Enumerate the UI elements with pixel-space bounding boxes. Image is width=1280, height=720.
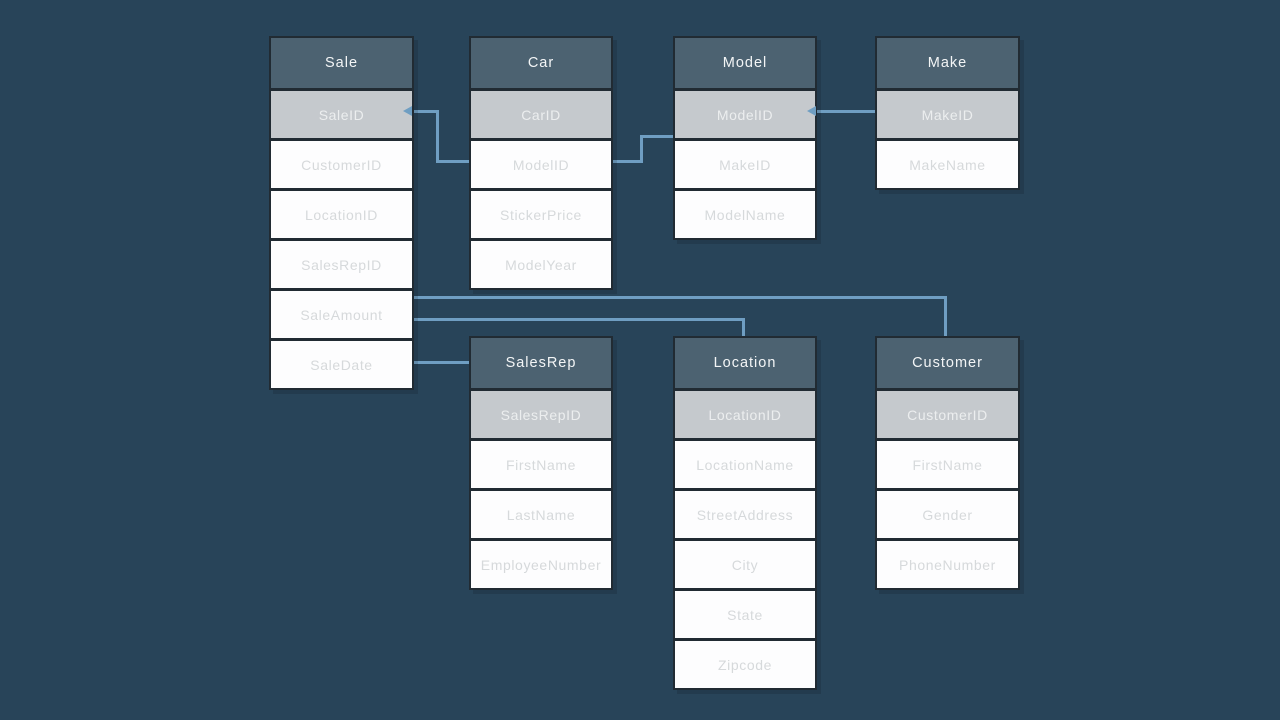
field-car-stickerprice: StickerPrice xyxy=(471,188,611,238)
field-sale-salesrepid: SalesRepID xyxy=(271,238,412,288)
field-salesrep-employeenumber: EmployeeNumber xyxy=(471,538,611,588)
table-title-location: Location xyxy=(675,338,815,388)
connector-make-makeid-to-model-modelid-arrowhead-icon xyxy=(807,106,816,116)
field-customer-gender: Gender xyxy=(877,488,1018,538)
connector-make-makeid-to-model-modelid-segment xyxy=(812,109,877,113)
connector-sale-saleamount-to-customer-segment xyxy=(408,295,947,299)
field-car-carid: CarID xyxy=(471,88,611,138)
field-sale-saledate: SaleDate xyxy=(271,338,412,388)
connector-sale-saleamount-to-location-segment xyxy=(408,317,745,321)
field-customer-phonenumber: PhoneNumber xyxy=(877,538,1018,588)
table-title-make: Make xyxy=(877,38,1018,88)
connector-sale-saledate-to-salesrep-segment xyxy=(408,360,471,364)
field-car-modelid: ModelID xyxy=(471,138,611,188)
field-sale-locationid: LocationID xyxy=(271,188,412,238)
connector-sale-saleamount-to-location-segment xyxy=(741,317,745,343)
field-location-zipcode: Zipcode xyxy=(675,638,815,688)
connector-sale-saleamount-to-customer-segment xyxy=(943,295,947,343)
table-title-model: Model xyxy=(675,38,815,88)
field-sale-saleid: SaleID xyxy=(271,88,412,138)
field-location-locationname: LocationName xyxy=(675,438,815,488)
field-location-state: State xyxy=(675,588,815,638)
field-make-makename: MakeName xyxy=(877,138,1018,188)
table-title-sale: Sale xyxy=(271,38,412,88)
table-title-salesrep: SalesRep xyxy=(471,338,611,388)
field-location-streetaddress: StreetAddress xyxy=(675,488,815,538)
field-model-modelid: ModelID xyxy=(675,88,815,138)
field-salesrep-salesrepid: SalesRepID xyxy=(471,388,611,438)
table-title-customer: Customer xyxy=(877,338,1018,388)
field-location-locationid: LocationID xyxy=(675,388,815,438)
connector-sale-saleid-to-car-modelid-segment xyxy=(435,159,471,163)
field-customer-firstname: FirstName xyxy=(877,438,1018,488)
field-make-makeid: MakeID xyxy=(877,88,1018,138)
field-model-makeid: MakeID xyxy=(675,138,815,188)
field-model-modelname: ModelName xyxy=(675,188,815,238)
connector-sale-saleid-to-car-modelid-segment xyxy=(408,109,439,113)
connector-car-modelid-to-model-segment xyxy=(607,159,643,163)
field-sale-customerid: CustomerID xyxy=(271,138,412,188)
field-car-modelyear: ModelYear xyxy=(471,238,611,288)
connector-sale-saleid-to-car-modelid-segment xyxy=(435,109,439,163)
field-customer-customerid: CustomerID xyxy=(877,388,1018,438)
field-location-city: City xyxy=(675,538,815,588)
field-salesrep-lastname: LastName xyxy=(471,488,611,538)
field-sale-saleamount: SaleAmount xyxy=(271,288,412,338)
connector-sale-saleid-to-car-modelid-arrowhead-icon xyxy=(403,106,412,116)
connector-car-modelid-to-model-segment xyxy=(639,134,675,138)
table-title-car: Car xyxy=(471,38,611,88)
connector-car-modelid-to-model-segment xyxy=(639,134,643,163)
field-salesrep-firstname: FirstName xyxy=(471,438,611,488)
